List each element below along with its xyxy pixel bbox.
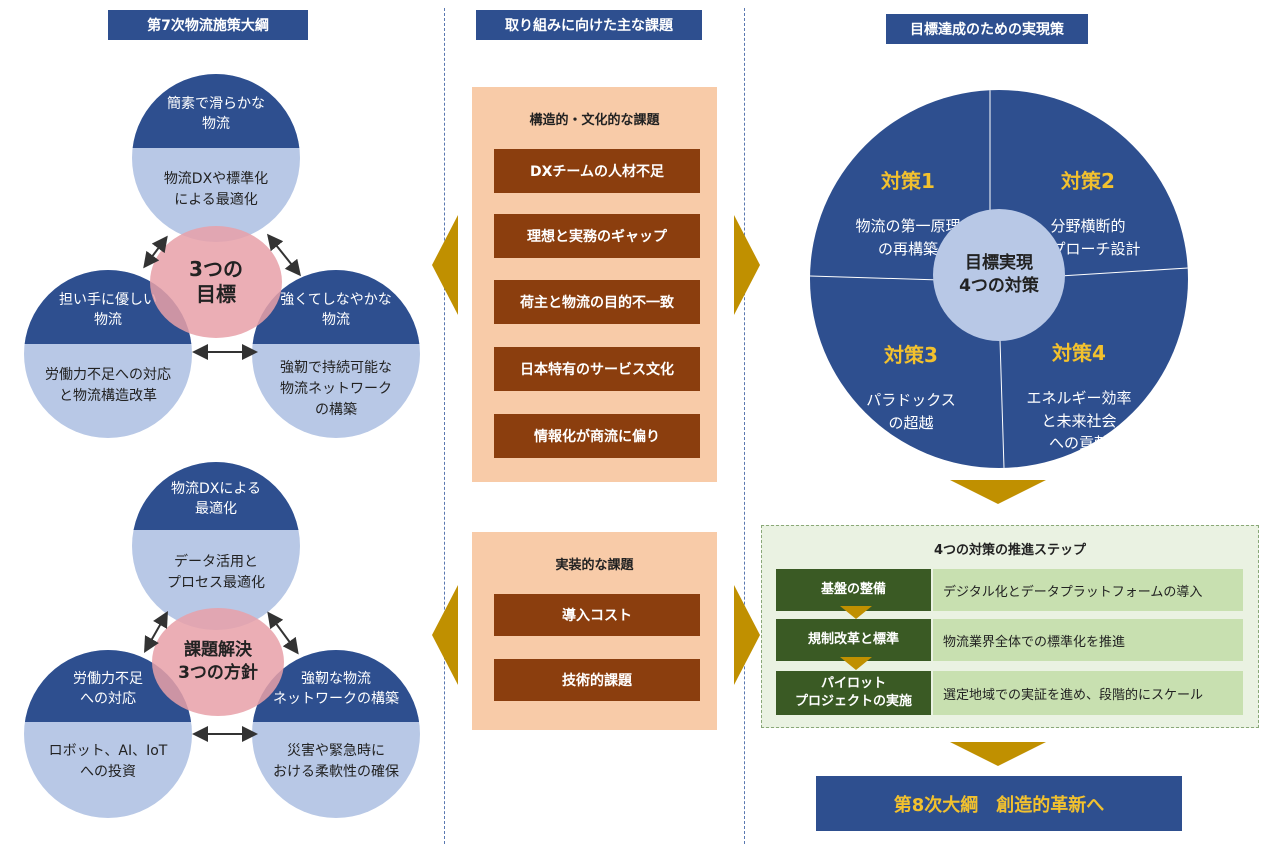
- measure-num: 対策1: [881, 168, 935, 193]
- measure-2: 対策2 分野横断的 アプローチ設計: [1002, 146, 1174, 260]
- venn-circle-body: 労働力不足への対応 と物流構造改革: [45, 367, 171, 404]
- issue-item: 情報化が商流に偏り: [494, 414, 700, 458]
- issue-item: 理想と実務のギャップ: [494, 214, 700, 258]
- step-label: 規制改革と標準: [776, 619, 931, 661]
- step-desc: デジタル化とデータプラットフォームの導入: [933, 569, 1243, 611]
- arrow-down-icon: [950, 742, 1046, 766]
- measure-4: 対策4 エネルギー効率 と未来社会 への貢献: [1004, 318, 1154, 455]
- final-goal: 第8次大綱 創造的革新へ: [816, 776, 1182, 831]
- venn-top-center: 3つの 目標: [150, 226, 282, 338]
- structural-issues-panel: 構造的・文化的な課題 DXチームの人材不足 理想と実務のギャップ 荷主と物流の目…: [472, 87, 717, 482]
- issue-item: 導入コスト: [494, 594, 700, 636]
- venn-bottom-circle-1: 物流DXによる 最適化 データ活用と プロセス最適化: [132, 462, 300, 630]
- venn-circle-title: 簡素で滑らかな 物流: [132, 74, 300, 148]
- measure-text: エネルギー効率 と未来社会 への貢献: [1026, 389, 1132, 452]
- venn-bottom-arrows: [144, 611, 299, 742]
- measure-num: 対策4: [1052, 340, 1106, 365]
- step-desc: 選定地域での実証を進め、段階的にスケール: [933, 671, 1243, 715]
- measure-text: パラドックス の超越: [866, 391, 956, 432]
- divider-right: [744, 8, 745, 844]
- arrow-right-icon: [734, 585, 760, 685]
- issue-item: DXチームの人材不足: [494, 149, 700, 193]
- quadrant-dividers: [810, 90, 1188, 468]
- venn-bottom-center: 課題解決 3つの方針: [152, 608, 284, 716]
- venn-top-arrows: [143, 233, 301, 360]
- divider-left: [444, 8, 445, 844]
- implementation-issues-panel: 実装的な課題 導入コスト 技術的課題: [472, 532, 717, 730]
- venn-circle-body: 強靭で持続可能な 物流ネットワーク の構築: [280, 359, 392, 418]
- venn-top-circle-3: 強くてしなやかな 物流 強靭で持続可能な 物流ネットワーク の構築: [252, 270, 420, 438]
- venn-circle-title: 物流DXによる 最適化: [132, 462, 300, 530]
- measure-3: 対策3 パラドックス の超越: [836, 320, 986, 434]
- measure-num: 対策3: [884, 342, 938, 367]
- issue-item: 技術的課題: [494, 659, 700, 701]
- double-arrow-icon: [267, 611, 299, 655]
- issue-item: 日本特有のサービス文化: [494, 347, 700, 391]
- left-header: 第7次物流施策大綱: [108, 10, 308, 40]
- right-header: 目標達成のための実現策: [886, 14, 1088, 44]
- venn-circle-body: 物流DXや標準化 による最適化: [163, 171, 269, 208]
- structural-issues-title: 構造的・文化的な課題: [529, 113, 660, 128]
- arrow-left-icon: [432, 585, 458, 685]
- double-arrow-icon: [144, 611, 168, 653]
- step-label: パイロット プロジェクトの実施: [776, 671, 931, 715]
- step-desc: 物流業界全体での標準化を推進: [933, 619, 1243, 661]
- arrow-right-icon: [734, 215, 760, 315]
- step-arrow-icon: [840, 657, 872, 670]
- measure-1: 対策1 物流の第一原理 の再構築: [826, 146, 990, 260]
- venn-circle-body: ロボット、AI、IoT への投資: [48, 743, 168, 780]
- venn-circle-body: データ活用と プロセス最適化: [167, 554, 265, 591]
- arrow-down-icon: [950, 480, 1046, 504]
- venn-top-circle-1: 簡素で滑らかな 物流 物流DXや標準化 による最適化: [132, 74, 300, 242]
- double-arrow-icon: [143, 235, 168, 269]
- step-label: 基盤の整備: [776, 569, 931, 611]
- step-arrow-icon: [840, 606, 872, 619]
- implementation-issues-title: 実装的な課題: [555, 558, 634, 573]
- arrow-left-icon: [432, 215, 458, 315]
- measure-text: 物流の第一原理 の再構築: [855, 217, 961, 258]
- steps-title: 4つの対策の推進ステップ: [933, 543, 1087, 558]
- venn-circle-body: 災害や緊急時に おける柔軟性の確保: [273, 743, 399, 780]
- measure-num: 対策2: [1061, 168, 1115, 193]
- double-arrow-icon: [267, 233, 301, 277]
- issue-item: 荷主と物流の目的不一致: [494, 280, 700, 324]
- measures-center: 目標実現 4つの対策: [933, 209, 1065, 341]
- middle-header: 取り組みに向けた主な課題: [476, 10, 702, 40]
- measure-text: 分野横断的 アプローチ設計: [1035, 217, 1141, 258]
- steps-box: 4つの対策の推進ステップ 基盤の整備 デジタル化とデータプラットフォームの導入 …: [761, 525, 1259, 728]
